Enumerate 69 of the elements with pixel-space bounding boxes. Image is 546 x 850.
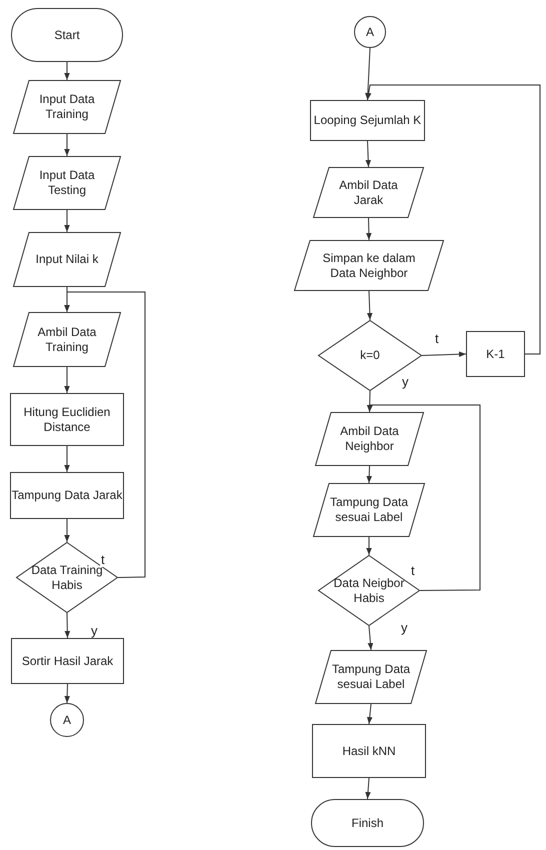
- arrow: [366, 536, 372, 556]
- arrow: [64, 62, 70, 80]
- input-output-parallelogram: [13, 232, 121, 287]
- arrow: [366, 704, 372, 724]
- arrow: [365, 48, 371, 100]
- arrow: [368, 626, 374, 650]
- input-output-parallelogram: [313, 483, 425, 537]
- arrow: [64, 446, 70, 472]
- arrow: [422, 351, 466, 358]
- node-text: k=0: [360, 348, 380, 363]
- input-output-parallelogram: [13, 156, 121, 210]
- node-text: Input Nilai k: [36, 252, 98, 267]
- node-text: Ambil Data Jarak: [338, 178, 399, 208]
- arrow: [367, 404, 480, 591]
- edge-label: t: [434, 332, 440, 346]
- node-text: Input Data Testing: [38, 168, 96, 198]
- terminal-shape: [311, 799, 424, 847]
- node-text: Tampung Data Jarak: [12, 488, 122, 503]
- node-text: K-1: [486, 346, 505, 362]
- input-output-parallelogram: [313, 167, 424, 218]
- node-text: Ambil Data Training: [36, 324, 98, 354]
- process-box: [310, 100, 425, 141]
- node-text: Tampung Data sesuai Label: [329, 495, 409, 525]
- node-text: Sortir Hasil Jarak: [22, 654, 114, 668]
- decision-diamond: [318, 555, 420, 626]
- process-box: [10, 472, 124, 519]
- arrow: [64, 366, 70, 394]
- node-text: Data Training Habis: [30, 562, 103, 592]
- node-text: A: [366, 24, 374, 40]
- decision-diamond: [16, 542, 118, 613]
- connector-circle: [354, 16, 386, 48]
- arrow: [366, 84, 540, 354]
- arrow: [64, 292, 146, 578]
- arrow: [366, 466, 372, 484]
- edge-label: t: [410, 564, 416, 578]
- node-text: Start: [54, 28, 80, 42]
- process-box: [11, 638, 124, 684]
- input-output-parallelogram: [13, 312, 121, 367]
- arrow: [64, 684, 70, 704]
- node-text: Hitung Euclidien Distance: [22, 404, 112, 434]
- arrow: [64, 518, 70, 542]
- process-box: [466, 331, 525, 377]
- process-box: [10, 393, 124, 446]
- node-text: Ambil Data Neighbor: [339, 424, 400, 454]
- input-output-parallelogram: [13, 80, 121, 134]
- node-text: Finish: [351, 816, 384, 830]
- terminal-shape: [11, 8, 123, 62]
- node-text: Input Data Training: [38, 92, 96, 122]
- connector-circle: [50, 703, 84, 737]
- node-text: Hasil kNN: [342, 744, 396, 758]
- node-text: Looping Sejumlah K: [314, 113, 422, 128]
- node-text: Data Neigbor Habis: [332, 576, 406, 606]
- arrow: [64, 210, 70, 232]
- decision-diamond: [318, 320, 422, 391]
- arrow: [366, 218, 372, 240]
- arrow: [366, 390, 372, 412]
- node-text: Simpan ke dalam Data Neighbor: [322, 250, 416, 280]
- edge-label: t: [100, 553, 106, 567]
- arrow: [64, 134, 70, 156]
- input-output-parallelogram: [315, 412, 424, 466]
- process-box: [312, 724, 426, 778]
- arrow: [366, 290, 373, 320]
- node-text: Tampung Data sesuai Label: [331, 662, 411, 692]
- arrow: [365, 778, 371, 800]
- arrow: [64, 612, 70, 638]
- node-text: A: [62, 712, 71, 728]
- arrow: [365, 140, 372, 168]
- input-output-parallelogram: [294, 240, 444, 291]
- input-output-parallelogram: [315, 650, 427, 704]
